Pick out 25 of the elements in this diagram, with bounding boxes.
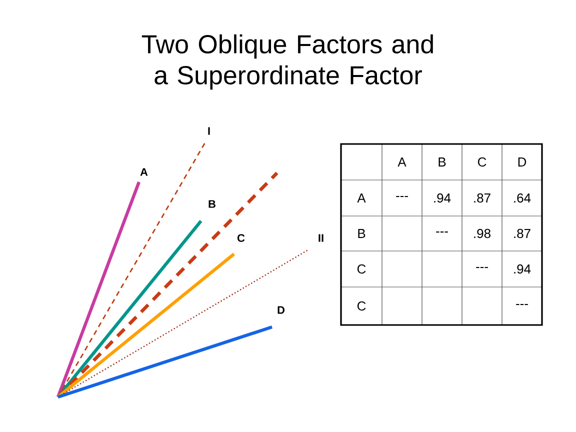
vector-label: II (318, 234, 324, 242)
table-cell-text: .98 (474, 228, 490, 238)
vector-label: I (208, 127, 210, 135)
table-cell-text: B (438, 158, 446, 166)
table-cell-text: --- (476, 267, 488, 268)
vector-label: D (278, 306, 284, 314)
table-cell-text: C (357, 301, 366, 311)
table-cell-text: A (398, 158, 406, 166)
vector-label: C (237, 234, 245, 242)
table-cell-text: --- (516, 304, 528, 306)
vector-label: B (208, 200, 216, 208)
table-cell-text: .94 (514, 264, 531, 274)
table-cell-text: --- (396, 196, 408, 198)
table-cell-text: .87 (514, 228, 530, 238)
table-cell-text: --- (436, 232, 448, 233)
title: Two Oblique Factors and a Superordinate Factor (142, 34, 433, 90)
table-cell-text: D (518, 158, 526, 166)
table-cell-text: .94 (434, 193, 451, 203)
table-cell-text: .64 (514, 193, 531, 203)
table-cell-text: C (357, 264, 366, 274)
table-cell-text: .87 (474, 193, 490, 203)
vector-label: A (140, 168, 148, 176)
table-cell-text: C (478, 157, 486, 167)
table-cell-text: B (358, 229, 366, 238)
table-cell-text: A (357, 194, 366, 202)
